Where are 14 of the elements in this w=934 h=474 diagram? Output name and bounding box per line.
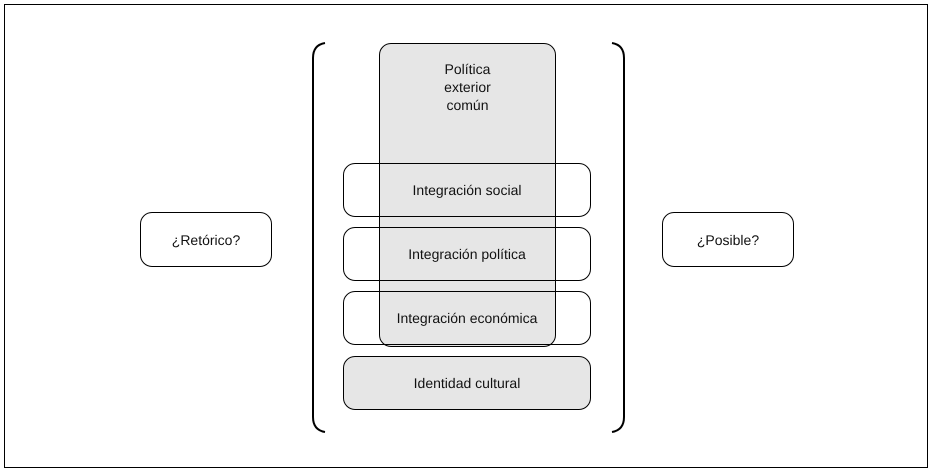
node-text: Política exterior común bbox=[443, 60, 492, 114]
node-text: ¿Retórico? bbox=[172, 232, 240, 248]
node-text: Integración social bbox=[412, 182, 522, 198]
question-box bbox=[662, 212, 794, 267]
node-text: ¿Posible? bbox=[696, 232, 760, 248]
layer-box bbox=[343, 227, 591, 281]
layer-box bbox=[343, 291, 591, 345]
base-box bbox=[343, 356, 591, 410]
tall-pillar-box bbox=[379, 43, 556, 347]
node-text: Integración política bbox=[408, 246, 526, 262]
node-text: Identidad cultural bbox=[414, 375, 520, 391]
question-box bbox=[140, 212, 272, 267]
node-text: Integración económica bbox=[396, 310, 538, 326]
layer-box bbox=[343, 163, 591, 217]
